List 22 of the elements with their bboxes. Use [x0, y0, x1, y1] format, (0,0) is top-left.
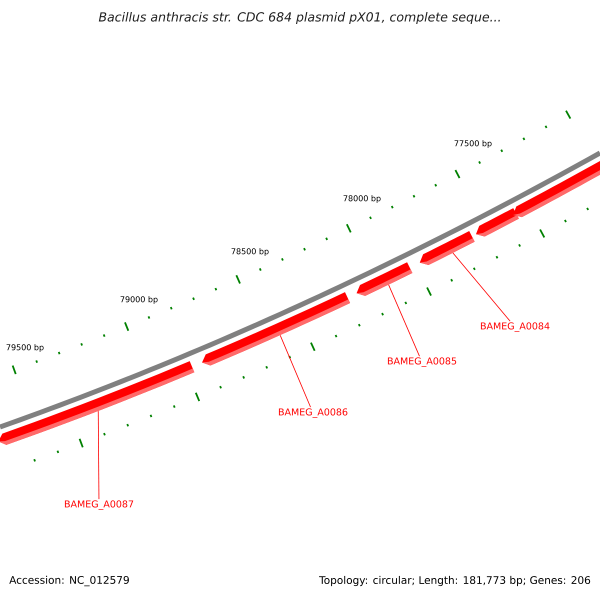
- gene-feature: [513, 159, 600, 218]
- gene-label: BAMEG_A0086: [278, 408, 348, 418]
- gene-feature: [202, 292, 350, 366]
- scale-label: 78000 bp: [344, 195, 381, 203]
- footer-text: Topology: circular; Length: 181,773 bp; Genes: 206: [319, 576, 590, 586]
- scale-label: 77500 bp: [454, 140, 492, 148]
- title: Bacillus anthracis str. CDC 684 plasmid pX01, complete seque...: [98, 12, 500, 24]
- leader-line: [280, 334, 311, 408]
- scale-label: 79000 bp: [120, 296, 158, 304]
- footer-text: Accession: NC_012579: [9, 576, 129, 586]
- gene-feature: [420, 231, 475, 266]
- leader-line: [388, 284, 420, 357]
- leader-line: [452, 252, 510, 322]
- leader-line: [98, 410, 100, 500]
- gene-label: BAMEG_A0084: [480, 322, 550, 332]
- scale-label: 79500 bp: [6, 344, 44, 352]
- gene-feature: [0, 361, 194, 445]
- gene-feature: [356, 262, 412, 296]
- gene-label: BAMEG_A0085: [388, 357, 456, 367]
- scale-label: 78500 bp: [232, 248, 269, 256]
- gene-feature: [476, 208, 519, 237]
- gene-label: BAMEG_A0087: [64, 500, 134, 510]
